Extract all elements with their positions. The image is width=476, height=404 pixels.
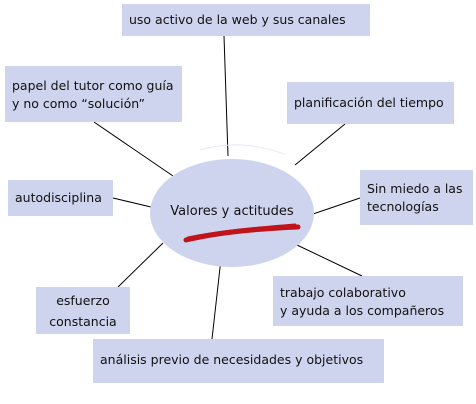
node-no-fear-tech-line-1: Sin miedo a las xyxy=(367,181,463,196)
node-needs-analysis-line-1: análisis previo de necesidades y objetiv… xyxy=(100,352,364,367)
center-highlight-arc xyxy=(199,144,285,155)
node-tutor-role-line-1: papel del tutor como guía xyxy=(12,78,174,93)
connector-auto xyxy=(112,197,152,208)
node-tutor-role-line-2: y no como “solución” xyxy=(12,96,145,111)
node-collaborative-work: trabajo colaborativo y ayuda a los compa… xyxy=(273,276,463,326)
node-no-fear-tech-line-2: tecnologías xyxy=(367,199,439,214)
node-collaborative-work-line-1: trabajo colaborativo xyxy=(280,285,406,300)
node-no-fear-tech: Sin miedo a las tecnologías xyxy=(360,170,473,225)
connector-plan xyxy=(294,123,346,166)
connector-tutor xyxy=(93,121,174,177)
node-web-use-line-1: uso activo de la web y sus canales xyxy=(129,12,346,27)
connector-trabajo xyxy=(296,244,363,277)
center-ellipse xyxy=(150,159,314,267)
connector-analisis xyxy=(211,258,222,340)
node-effort: esfuerzo constancia xyxy=(36,287,130,334)
connector-miedo xyxy=(312,197,361,215)
node-self-discipline-line-1: autodisciplina xyxy=(15,190,102,205)
node-collaborative-work-line-2: y ayuda a los compañeros xyxy=(280,303,445,318)
node-self-discipline: autodisciplina xyxy=(8,180,113,216)
center-label: Valores y actitudes xyxy=(170,204,294,219)
node-needs-analysis: análisis previo de necesidades y objetiv… xyxy=(93,339,384,383)
node-time-planning-line-1: planificación del tiempo xyxy=(294,95,444,110)
connector-esfuerzo xyxy=(117,242,164,288)
node-web-use: uso activo de la web y sus canales xyxy=(122,4,370,36)
node-tutor-role: papel del tutor como guía y no como “sol… xyxy=(5,66,182,122)
node-time-planning: planificación del tiempo xyxy=(287,82,454,124)
node-effort-line-1: esfuerzo xyxy=(56,293,110,308)
node-effort-line-2: constancia xyxy=(49,314,117,329)
connector-web xyxy=(223,35,229,157)
